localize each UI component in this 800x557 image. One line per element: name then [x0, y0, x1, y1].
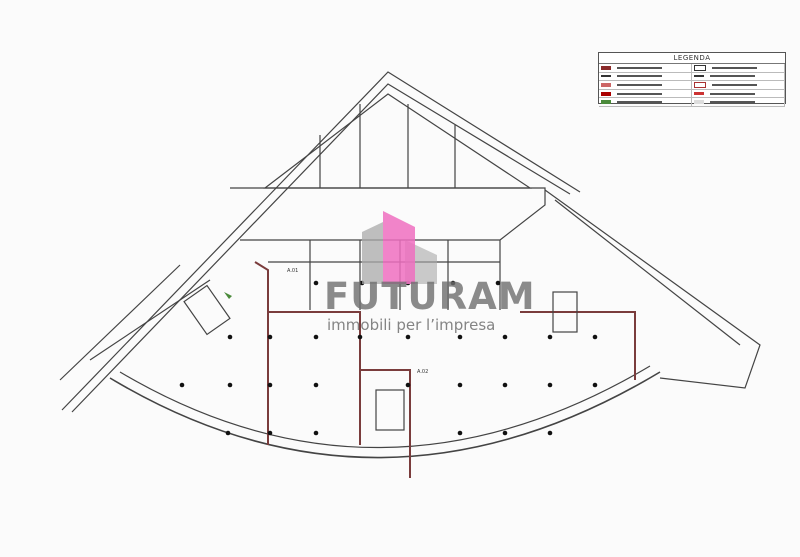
- top-hall: [263, 93, 532, 189]
- legend-row: [599, 89, 692, 99]
- legend-row: [599, 98, 692, 107]
- legend-row: [599, 72, 692, 82]
- legend-grid: [599, 64, 785, 107]
- legend: LEGENDA: [598, 52, 786, 107]
- logo-house-icon: [362, 211, 437, 284]
- curved-facade: [109, 371, 661, 459]
- legend-row: [692, 98, 785, 107]
- logo-brand: FUTURAM: [324, 275, 536, 318]
- outer-wall-inner: [71, 83, 571, 413]
- legend-row: [692, 81, 785, 90]
- exit-arrow-icon: [224, 292, 232, 299]
- legend-row: [692, 64, 785, 73]
- legend-row: [692, 89, 785, 99]
- legend-row: [692, 72, 785, 82]
- outer-wall: [61, 71, 581, 411]
- legend-row: [599, 81, 692, 90]
- legend-row: [599, 64, 692, 73]
- structural-columns: [179, 280, 598, 436]
- right-wing: [544, 189, 761, 389]
- futuram-logo: FUTURAM immobili per l’impresa: [324, 278, 536, 334]
- legend-title: LEGENDA: [599, 53, 785, 64]
- logo-tagline: immobili per l’impresa: [327, 316, 496, 334]
- room-label: A.02: [417, 369, 429, 375]
- room-label: A.01: [287, 268, 299, 274]
